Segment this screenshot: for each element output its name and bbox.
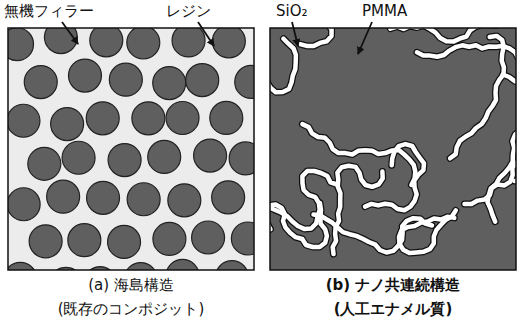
filler-particle: [108, 225, 141, 258]
filler-particle: [124, 263, 157, 270]
filler-particle: [8, 262, 37, 270]
filler-particle: [166, 259, 199, 270]
filler-particle: [192, 221, 225, 254]
filler-particle: [62, 141, 95, 174]
pmma-channel: [314, 215, 433, 253]
filler-particle: [153, 67, 186, 100]
filler-particle: [90, 28, 123, 57]
pmma-channel: [270, 28, 296, 92]
filler-particle: [44, 28, 77, 54]
filler-particle: [229, 142, 254, 175]
filler-particle: [108, 144, 141, 177]
filler-particle: [215, 261, 248, 270]
filler-particle: [127, 183, 160, 216]
caption-line: (既存のコンポジット): [58, 300, 205, 318]
panel-border: [270, 28, 516, 270]
filler-particle: [212, 28, 245, 58]
caption-line: (a) 海島構造: [88, 276, 174, 294]
pmma-channel: [333, 166, 383, 254]
pmma-channel: [300, 28, 339, 46]
filler-particle: [8, 188, 40, 221]
filler-particle: [186, 64, 219, 97]
part-label: SiO₂: [276, 2, 308, 20]
filler-particle: [51, 108, 84, 141]
leader-line: [292, 22, 298, 46]
filler-particle: [28, 147, 61, 180]
leader-line: [198, 22, 214, 46]
pmma-channel: [488, 102, 517, 221]
pmma-channel: [450, 36, 504, 158]
filler-particle: [235, 65, 254, 98]
pmma-channel: [270, 28, 296, 92]
part-label: 無機フィラー: [4, 2, 94, 20]
filler-particle: [172, 28, 205, 57]
filler-particles: [8, 28, 254, 270]
pmma-channels: [270, 28, 516, 254]
leader-line: [358, 22, 372, 54]
pmma-channel: [300, 28, 339, 46]
part-label: レジン: [166, 2, 211, 20]
filler-particle: [8, 28, 34, 61]
resin-ground: [8, 28, 254, 270]
caption-line: (人工エナメル質): [334, 300, 453, 318]
filler-particle: [68, 224, 101, 257]
pmma-channel: [488, 102, 517, 221]
pmma-channel: [417, 45, 516, 94]
filler-particle: [127, 28, 160, 59]
panel-border: [8, 28, 254, 270]
filler-particle: [24, 66, 57, 99]
pmma-channel: [399, 210, 456, 253]
filler-particle: [132, 102, 165, 135]
pmma-channel: [333, 166, 383, 254]
pmma-channel: [450, 36, 504, 158]
filler-particle: [194, 139, 227, 172]
filler-particle: [231, 222, 254, 255]
filler-particle: [86, 102, 119, 135]
silica-ground: [270, 28, 516, 270]
filler-particle: [210, 101, 243, 134]
filler-particle: [153, 222, 186, 255]
filler-particle: [29, 225, 62, 258]
pmma-channel: [465, 117, 517, 204]
filler-particle: [168, 184, 201, 217]
filler-particle: [87, 181, 120, 214]
leader-line: [62, 22, 78, 44]
filler-particle: [109, 63, 142, 96]
filler-particle: [68, 59, 101, 92]
part-label: PMMA: [362, 2, 407, 20]
filler-particle: [8, 104, 40, 137]
caption-line: (b) ナノ共連続構造: [326, 276, 461, 294]
filler-particle: [212, 181, 245, 214]
pmma-channel: [302, 124, 415, 185]
filler-particle: [148, 140, 181, 173]
filler-particle: [166, 101, 199, 134]
filler-particle: [47, 180, 80, 213]
